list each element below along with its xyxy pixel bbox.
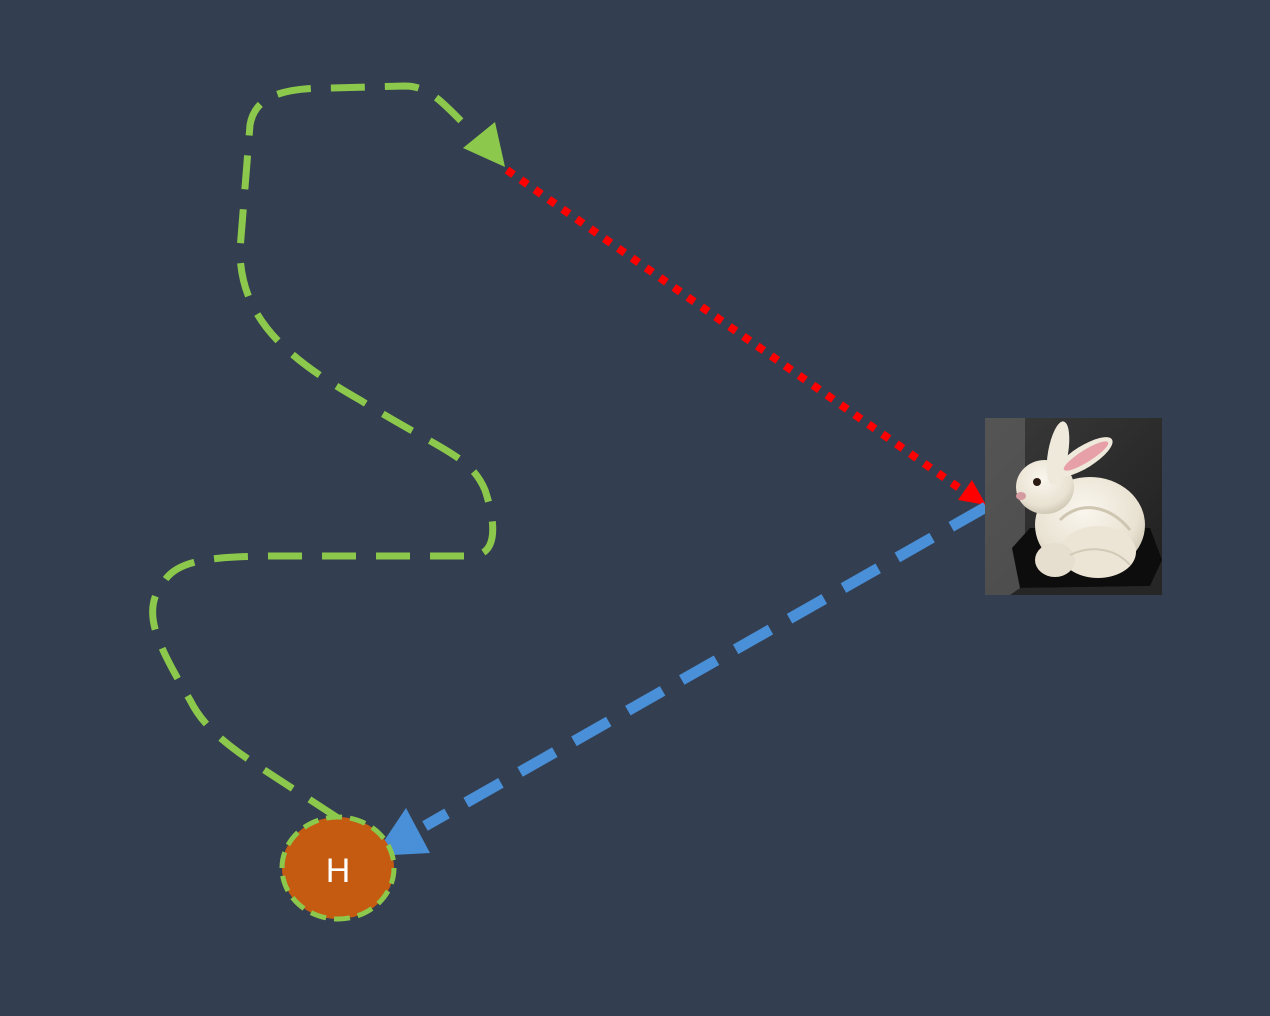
rabbit-icon — [985, 418, 1162, 595]
home-node-circle — [279, 814, 397, 922]
pursuit-arrowhead — [958, 480, 986, 505]
return-arrowhead — [374, 808, 430, 856]
home-node-label: H — [326, 852, 351, 890]
wander-arrowhead — [463, 122, 505, 167]
return-path — [422, 502, 989, 831]
pursuit-path — [504, 166, 965, 494]
home-node: H — [279, 814, 397, 922]
wander-path — [149, 82, 497, 821]
